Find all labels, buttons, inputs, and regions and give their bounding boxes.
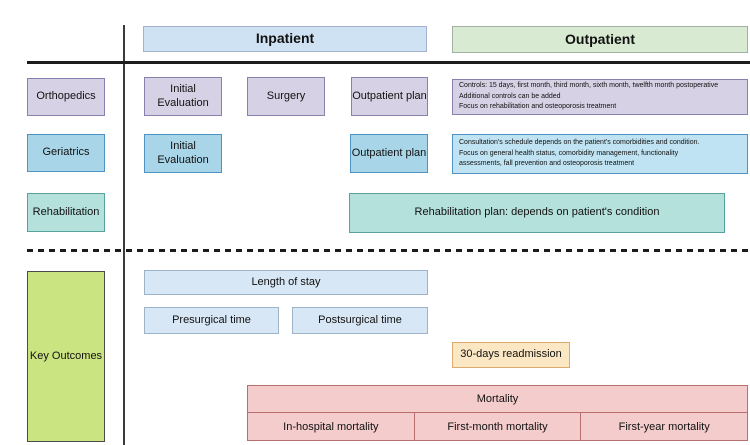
- orthopedics-outpatient-note: Controls: 15 days, first month, third mo…: [452, 79, 748, 115]
- geriatrics-row-label: Geriatrics: [27, 134, 105, 172]
- outpatient-phase-header: Outpatient: [452, 26, 748, 53]
- key-outcomes-label: Key Outcomes: [27, 271, 105, 442]
- rehabilitation-row-label: Rehabilitation: [27, 193, 105, 232]
- phase-divider-vertical-line: [123, 25, 125, 445]
- mortality-subtypes-row: In-hospital mortality First-month mortal…: [248, 413, 747, 440]
- orthopedics-surgery-box: Surgery: [247, 77, 325, 116]
- orthopedics-row-label: Orthopedics: [27, 78, 105, 116]
- postsurgical-time-box: Postsurgical time: [292, 307, 428, 334]
- geriatrics-outpatient-note: Consultation's schedule depends on the p…: [452, 134, 748, 174]
- first-month-mortality-cell: First-month mortality: [415, 413, 582, 440]
- mortality-title: Mortality: [248, 386, 747, 413]
- geriatrics-outpatient-plan-box: Outpatient plan: [350, 134, 428, 173]
- orthopedics-outpatient-plan-box: Outpatient plan: [351, 77, 428, 116]
- mortality-group: Mortality In-hospital mortality First-mo…: [247, 385, 748, 441]
- presurgical-time-box: Presurgical time: [144, 307, 279, 334]
- inpatient-phase-header: Inpatient: [143, 26, 427, 52]
- orthopedics-initial-evaluation-box: Initial Evaluation: [144, 77, 222, 116]
- geriatrics-initial-evaluation-box: Initial Evaluation: [144, 134, 222, 173]
- length-of-stay-box: Length of stay: [144, 270, 428, 295]
- readmission-box: 30-days readmission: [452, 342, 570, 368]
- rehabilitation-plan-box: Rehabilitation plan: depends on patient'…: [349, 193, 725, 233]
- first-year-mortality-cell: First-year mortality: [618, 420, 710, 433]
- outcomes-separator-dashed-line: [27, 249, 750, 252]
- in-hospital-mortality-cell: In-hospital mortality: [248, 413, 415, 440]
- header-separator-line: [27, 61, 750, 64]
